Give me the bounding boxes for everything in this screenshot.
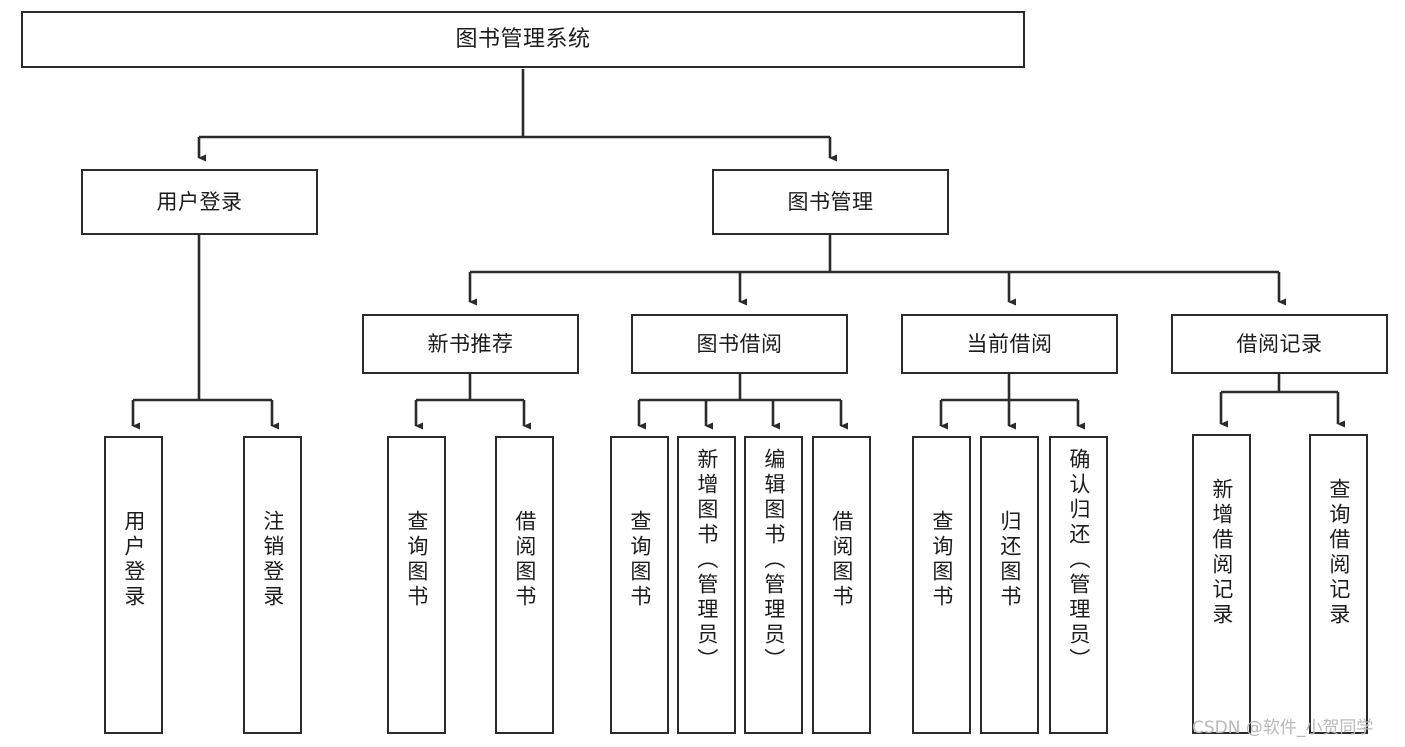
- node-label: 当前借阅: [966, 331, 1053, 356]
- node-book-borrow[interactable]: 图书借阅: [631, 314, 848, 374]
- node-label: 图书管理: [787, 189, 874, 214]
- node-label: 借阅图书: [829, 510, 854, 610]
- node-label: 编辑图书（管理员）: [761, 448, 786, 673]
- node-borrow-record[interactable]: 借阅记录: [1171, 314, 1388, 374]
- node-label: 新增图书（管理员）: [694, 448, 719, 673]
- node-label: 用户登录: [121, 510, 146, 610]
- node-leaf-borrow-book-2[interactable]: 借阅图书: [812, 436, 871, 734]
- node-leaf-add-record[interactable]: 新增借阅记录: [1192, 434, 1251, 734]
- node-new-book-recommend[interactable]: 新书推荐: [362, 314, 579, 374]
- node-label: 确认归还（管理员）: [1066, 448, 1091, 673]
- node-label: 查询图书: [929, 510, 954, 610]
- node-label: 归还图书: [997, 510, 1022, 610]
- node-label: 图书借阅: [696, 331, 783, 356]
- node-leaf-add-book[interactable]: 新增图书（管理员）: [677, 436, 736, 734]
- node-label: 查询图书: [404, 510, 429, 610]
- node-label: 新增借阅记录: [1209, 478, 1234, 628]
- csdn-watermark: CSDN @软件_小贺同学: [1192, 718, 1374, 738]
- node-current-borrow[interactable]: 当前借阅: [901, 314, 1118, 374]
- node-leaf-query-book-3[interactable]: 查询图书: [912, 436, 971, 734]
- node-book-manage[interactable]: 图书管理: [712, 169, 949, 235]
- node-leaf-edit-book[interactable]: 编辑图书（管理员）: [744, 436, 803, 734]
- node-label: 新书推荐: [427, 331, 514, 356]
- node-label: 用户登录: [156, 189, 243, 214]
- node-leaf-user-logout[interactable]: 注销登录: [243, 436, 302, 734]
- node-label: 图书管理系统: [455, 26, 591, 52]
- node-leaf-query-book-1[interactable]: 查询图书: [387, 436, 446, 734]
- node-label: 查询图书: [627, 510, 652, 610]
- node-label: 查询借阅记录: [1326, 478, 1351, 628]
- node-leaf-confirm-return[interactable]: 确认归还（管理员）: [1049, 436, 1108, 734]
- node-label: 借阅记录: [1236, 331, 1323, 356]
- node-leaf-borrow-book-1[interactable]: 借阅图书: [495, 436, 554, 734]
- node-user-login[interactable]: 用户登录: [81, 169, 318, 235]
- node-leaf-query-record[interactable]: 查询借阅记录: [1309, 434, 1368, 734]
- node-leaf-query-book-2[interactable]: 查询图书: [610, 436, 669, 734]
- node-root-book-management-system[interactable]: 图书管理系统: [21, 11, 1025, 68]
- node-leaf-user-login[interactable]: 用户登录: [104, 436, 163, 734]
- node-label: 借阅图书: [512, 510, 537, 610]
- node-label: 注销登录: [260, 510, 285, 610]
- node-leaf-return-book[interactable]: 归还图书: [980, 436, 1039, 734]
